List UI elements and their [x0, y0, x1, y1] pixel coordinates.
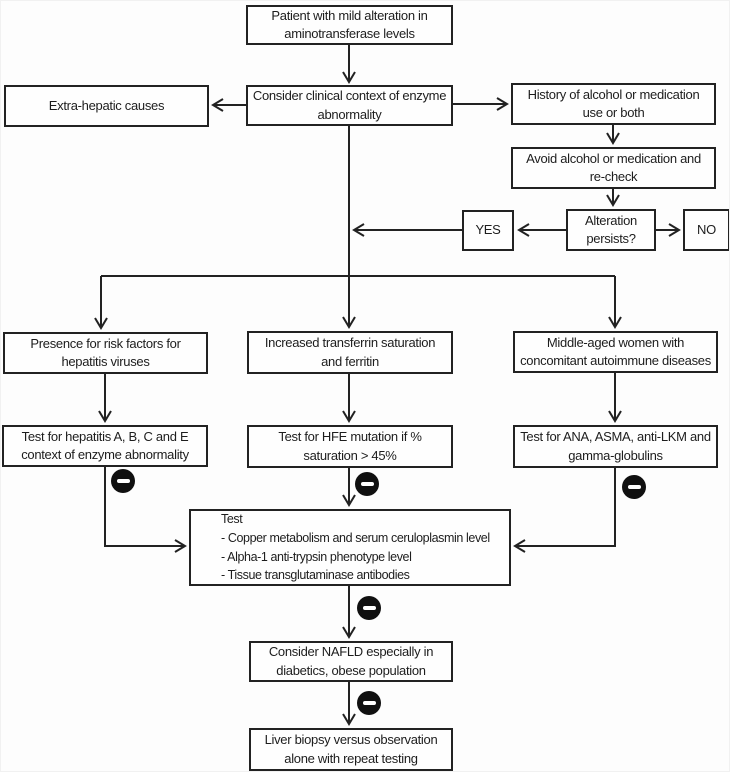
node-transferrin-line1: Increased transferrin saturation: [264, 335, 436, 351]
node-test-metabolic-title: Test: [221, 512, 243, 526]
node-autoimmune-line1: Middle-aged women with: [546, 334, 685, 350]
node-alteration-line2: persists?: [586, 231, 636, 246]
node-patient: Patient with mild alteration in aminotra…: [246, 5, 453, 45]
node-test-ana-line1: Test for ANA, ASMA, anti-LKM and: [520, 429, 711, 445]
node-test-hfe-line1: Test for HFE mutation if %: [278, 429, 422, 445]
minus-bar: [360, 481, 374, 487]
node-no-label: NO: [697, 221, 716, 237]
node-nafld-line2: diabetics, obese population: [276, 662, 426, 678]
node-risk-line2: hepatitis viruses: [61, 354, 150, 369]
minus-circle-icon: [357, 691, 381, 715]
node-biopsy-line2: alone with repeat testing: [284, 750, 418, 766]
minus-bar: [627, 484, 641, 490]
node-alteration-line1: Alteration: [585, 212, 637, 228]
node-nafld: Consider NAFLD especially in diabetics, …: [249, 641, 453, 682]
node-consider-line1: Consider clinical context of enzyme: [252, 88, 447, 104]
minus-circle-icon: [622, 475, 646, 499]
node-autoimmune: Middle-aged women with concomitant autoi…: [513, 331, 718, 373]
node-test-hepatitis-line2: context of enzyme abnormality: [21, 447, 189, 462]
node-history-line1: History of alcohol or medication: [527, 86, 700, 102]
node-test-ana-line2: gamma-globulins: [568, 447, 663, 463]
node-test-metabolic-item1: - Copper metabolism and serum ceruloplas…: [221, 530, 490, 545]
node-yes-label: YES: [475, 222, 501, 238]
node-autoimmune-line2: concomitant autoimmune diseases: [520, 353, 711, 368]
node-test-hfe: Test for HFE mutation if % saturation > …: [247, 425, 453, 468]
node-test-hfe-line2: saturation > 45%: [303, 447, 397, 463]
minus-bar: [362, 700, 376, 706]
minus-circle-icon: [355, 472, 379, 496]
node-test-ana: Test for ANA, ASMA, anti-LKM and gamma-g…: [513, 425, 718, 468]
node-test-metabolic-item2: - Alpha-1 anti-trypsin phenotype level: [221, 549, 412, 564]
node-history-line2: use or both: [582, 105, 645, 120]
node-avoid-line2: re-check: [589, 169, 638, 184]
node-risk-line1: Presence for risk factors for: [30, 335, 181, 351]
node-consider-line2: abnormality: [317, 106, 382, 122]
node-test-metabolic-item3: - Tissue transglutaminase antibodies: [221, 568, 410, 583]
node-patient-line1: Patient with mild alteration in: [271, 7, 428, 23]
node-extra-hepatic-label: Extra-hepatic causes: [48, 97, 165, 113]
node-test-hepatitis-line1: Test for hepatitis A, B, C and E: [21, 428, 189, 444]
node-history-alcohol: History of alcohol or medication use or …: [511, 83, 716, 125]
node-test-hepatitis: Test for hepatitis A, B, C and E context…: [2, 425, 208, 467]
node-no: NO: [683, 209, 729, 251]
node-nafld-line1: Consider NAFLD especially in: [268, 644, 434, 660]
minus-bar: [116, 478, 130, 484]
node-avoid-recheck: Avoid alcohol or medication and re-check: [511, 147, 716, 189]
arrow-testhep-metabolic: [104, 467, 187, 553]
node-extra-hepatic-causes: Extra-hepatic causes: [4, 85, 209, 127]
node-liver-biopsy: Liver biopsy versus observation alone wi…: [249, 728, 453, 771]
node-avoid-line1: Avoid alcohol or medication and: [526, 150, 701, 166]
node-test-metabolic: Test - Copper metabolism and serum cerul…: [189, 509, 511, 586]
node-transferrin: Increased transferrin saturation and fer…: [247, 331, 453, 374]
minus-circle-icon: [357, 596, 381, 620]
node-alteration-persists: Alteration persists?: [566, 209, 656, 251]
node-patient-line2: aminotransferase levels: [284, 26, 415, 41]
arrow-testana-metabolic: [513, 468, 616, 553]
node-consider-context: Consider clinical context of enzyme abno…: [246, 85, 453, 126]
node-transferrin-line2: and ferritin: [321, 353, 379, 369]
node-yes: YES: [462, 210, 514, 251]
minus-bar: [362, 605, 376, 611]
node-biopsy-line1: Liver biopsy versus observation: [264, 732, 438, 748]
minus-circle-icon: [111, 469, 135, 493]
node-risk-hepatitis: Presence for risk factors for hepatitis …: [3, 332, 208, 374]
